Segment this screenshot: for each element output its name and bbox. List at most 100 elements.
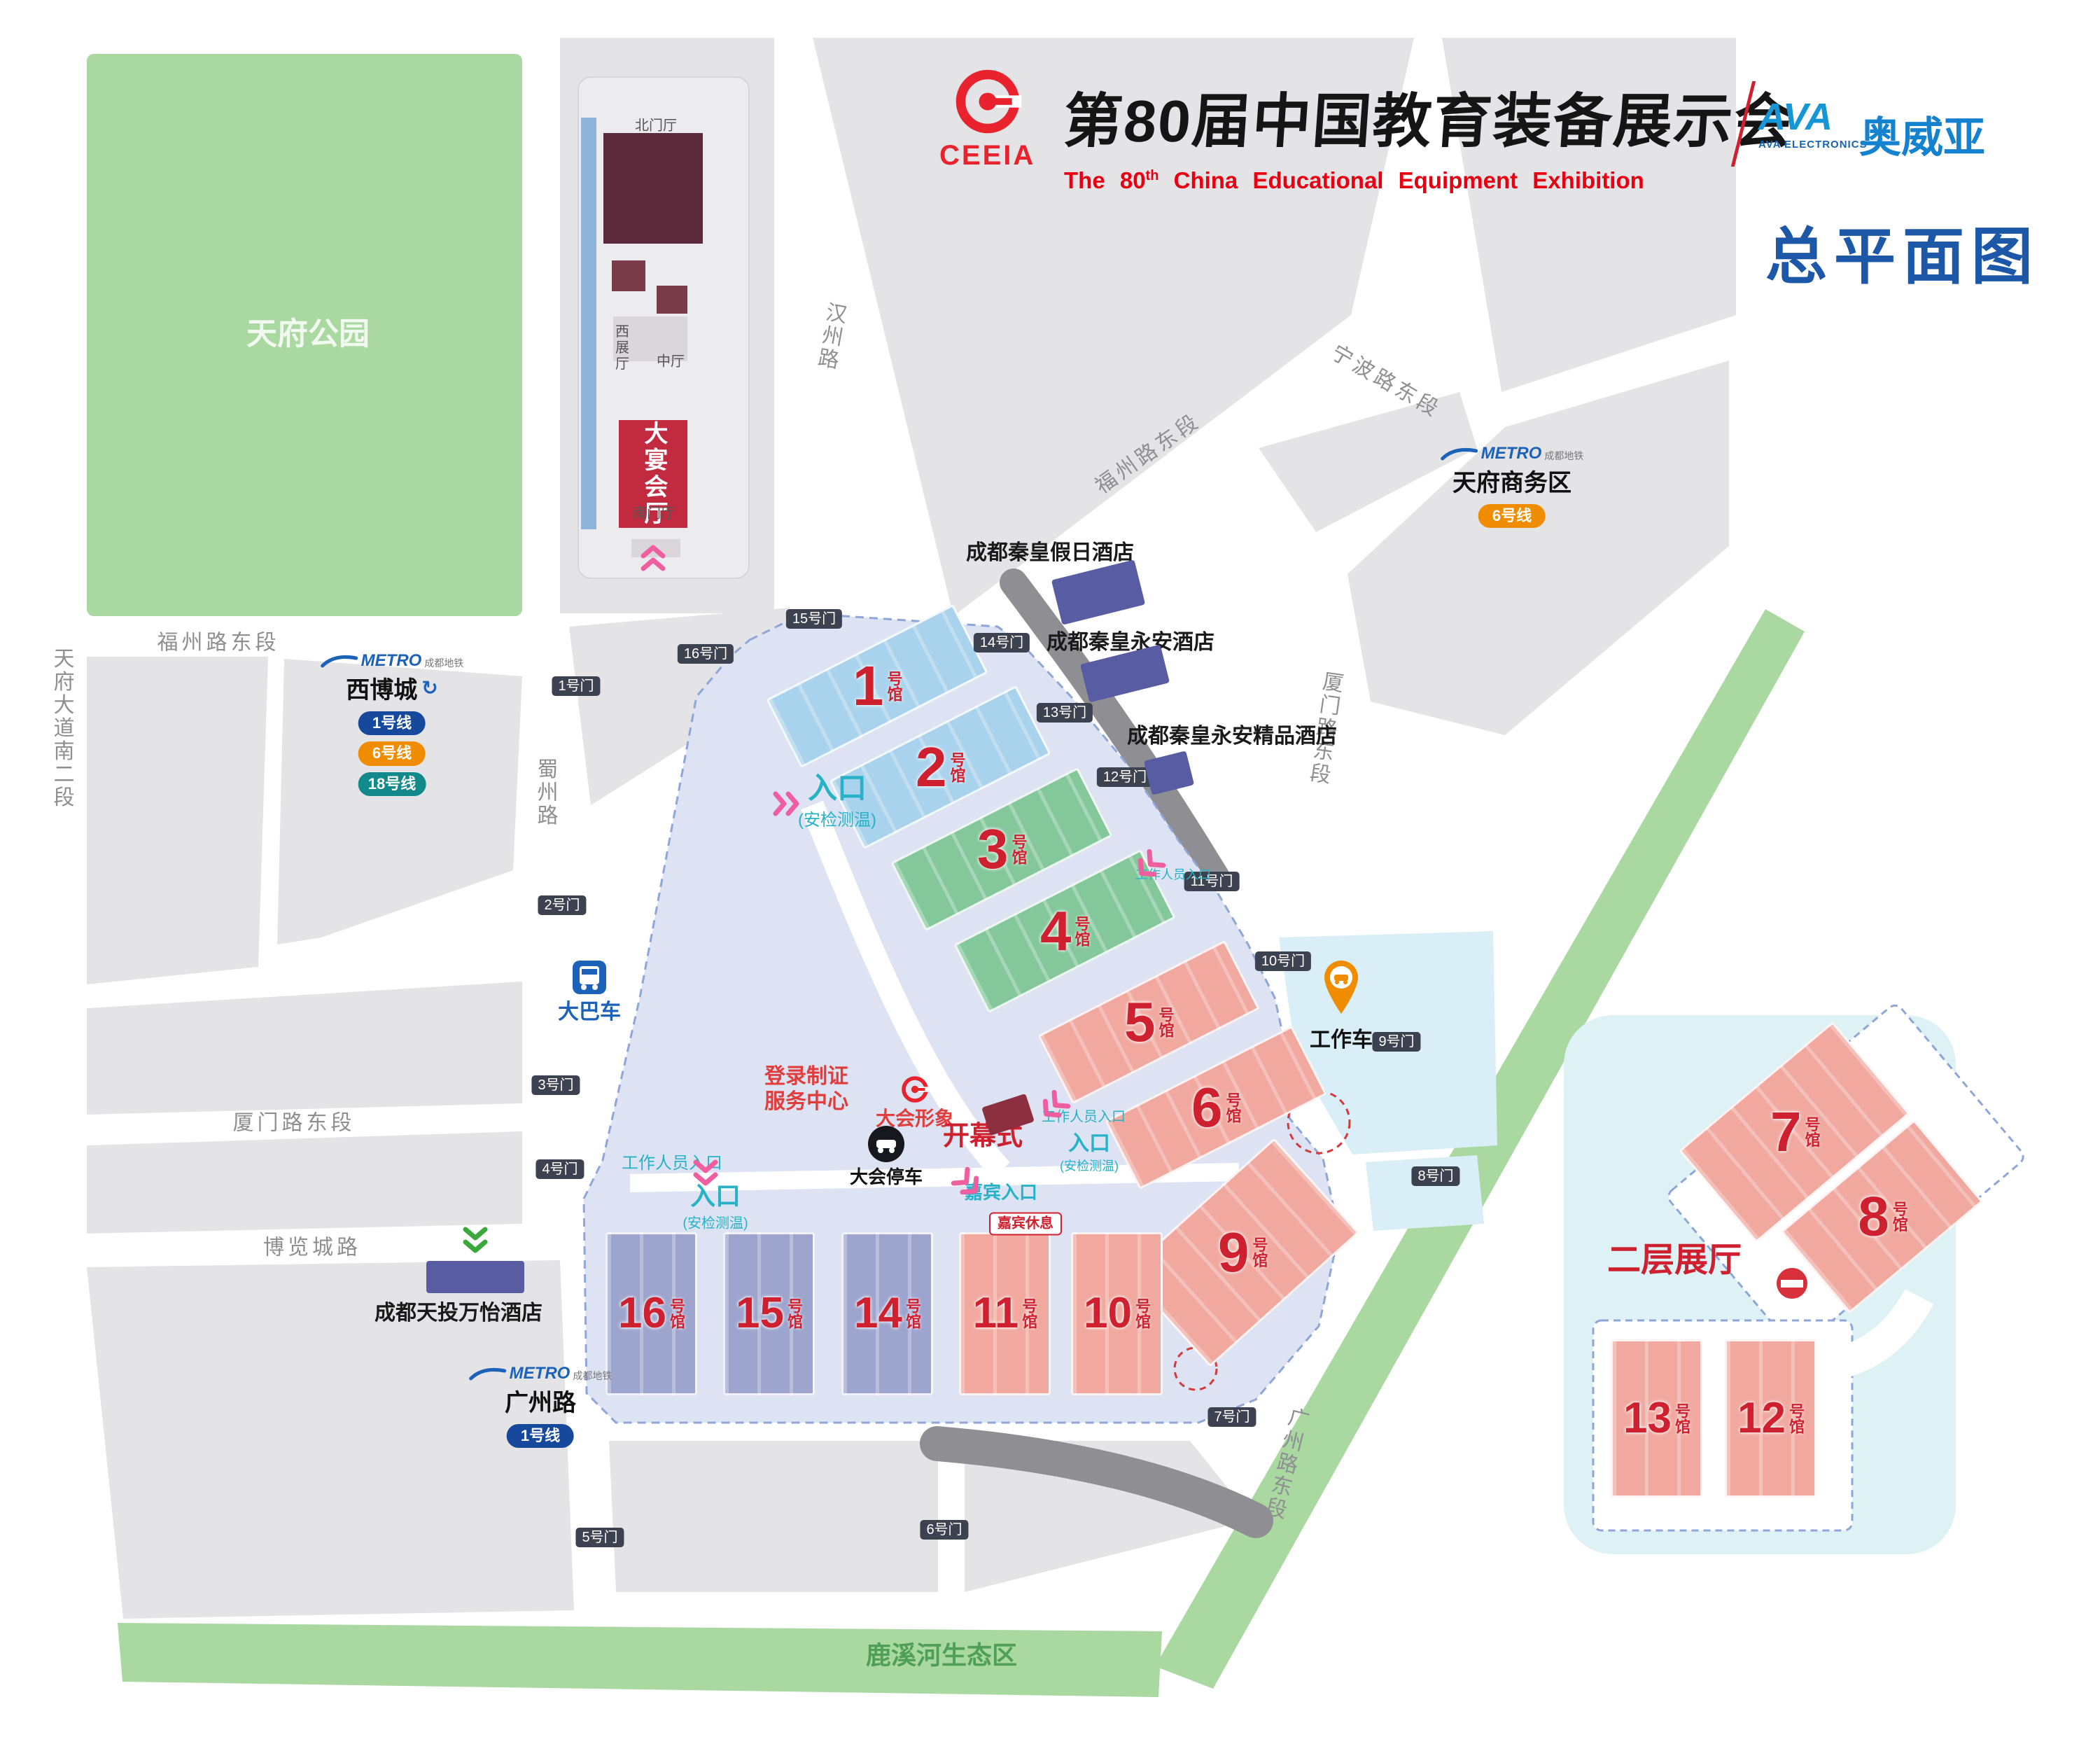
hall-suffix-label: 号馆: [885, 671, 903, 702]
banquet-hall-block: [619, 420, 687, 528]
map-label: (安检测温): [798, 811, 876, 830]
metro-brand-cn: 成都地铁: [573, 1370, 612, 1382]
hall-number: 2: [916, 736, 947, 798]
hall-suffix-label: 号馆: [1802, 1117, 1820, 1147]
hall-number: 3: [977, 818, 1009, 880]
ava-wordmark: AVA: [1758, 96, 1833, 138]
hall-number: 8: [1857, 1185, 1889, 1247]
hall-suffix-label: 号馆: [1889, 1201, 1907, 1232]
exhibition-deck: [582, 612, 1340, 1424]
hall-suffix-label: 号馆: [948, 752, 966, 783]
hall-number: 7: [1770, 1101, 1801, 1163]
green-areas: [87, 54, 1805, 1697]
chevron-arrows-icon: [1128, 844, 1170, 886]
hall-number: 14: [854, 1289, 902, 1337]
gate-3号门: 3号门: [531, 1075, 580, 1095]
title-english: The 80th China Educational Equipment Exh…: [1064, 167, 1794, 194]
ceeia-logo: CEEIA: [939, 64, 1035, 172]
metro-line-pill: 6号线: [358, 741, 426, 766]
map-label: 天府公园: [246, 316, 370, 351]
map-label: 成都天投万怡酒店: [374, 1301, 542, 1325]
gate-10号门: 10号门: [1254, 951, 1312, 971]
hall-suffix-label: 号馆: [667, 1298, 685, 1329]
station-name-text: 广州路: [504, 1390, 576, 1416]
hall-suffix-label: 号馆: [1786, 1403, 1805, 1434]
hall-suffix-label: 号馆: [1250, 1237, 1268, 1268]
gate-12号门: 12号门: [1096, 767, 1154, 787]
hotel-building: [426, 1261, 524, 1293]
hall-number: 4: [1040, 900, 1072, 962]
hall-number: 11: [972, 1289, 1019, 1337]
map-label: 工作车: [1310, 1028, 1373, 1052]
metro-wordmark: METRO: [360, 651, 422, 670]
chevron-arrows-icon: [770, 790, 801, 818]
hall-suffix-label: 号馆: [1224, 1092, 1242, 1123]
hall-number: 5: [1124, 991, 1156, 1053]
hall-suffix-label: 号馆: [1672, 1403, 1690, 1434]
map-label: 大巴车: [558, 1000, 621, 1024]
chevron-arrows-icon: [1033, 1085, 1074, 1126]
hall-number: 6: [1191, 1076, 1223, 1138]
ceeia-logo-icon: [955, 69, 1021, 134]
gate-2号门: 2号门: [538, 895, 587, 915]
map-label: (安检测温): [682, 1215, 748, 1232]
gate-15号门: 15号门: [785, 609, 843, 629]
metro-wordmark: METRO: [1480, 444, 1542, 463]
gate-5号门: 5号门: [575, 1528, 624, 1547]
hall-suffix-label: 号馆: [1009, 834, 1028, 865]
title-en-rest: China Educational Equipment Exhibition: [1158, 167, 1644, 193]
map-label: 成都秦皇永安精品酒店: [1127, 724, 1337, 748]
work-vehicle-pin-icon: [1320, 956, 1362, 1015]
map-label: 大会形象: [875, 1107, 955, 1129]
hall-number: 9: [1217, 1221, 1249, 1283]
gate-8号门: 8号门: [1411, 1166, 1460, 1186]
city-blocks: [87, 38, 1736, 1619]
metro-brand-cn: 成都地铁: [424, 657, 464, 669]
metro-station-name: 广州路: [505, 1383, 576, 1418]
green-belt-east: [1155, 609, 1805, 1689]
gate-11号门: 11号门: [1184, 872, 1240, 891]
map-label: 入口: [807, 771, 867, 804]
chevron-arrows-icon: [639, 543, 667, 574]
hall-number: 16: [618, 1289, 666, 1337]
metro-wordmark: METRO: [509, 1364, 570, 1383]
bus-icon: [571, 959, 608, 996]
map-label: 鹿溪河生态区: [865, 1640, 1018, 1670]
hall-suffix-label: 号馆: [1156, 1007, 1175, 1038]
map-label: 入口: [690, 1181, 741, 1211]
parking-icon: [867, 1124, 906, 1164]
hall-number: 10: [1084, 1289, 1132, 1337]
hall-suffix-label: 号馆: [785, 1298, 803, 1329]
map-label: 嘉宾休息: [989, 1212, 1062, 1236]
map-label: 中厅: [657, 354, 685, 370]
road-label: 福州路东段: [157, 631, 280, 655]
route-markers: [1173, 1090, 1807, 1391]
map-label: 成都秦皇假日酒店: [966, 540, 1134, 564]
road-label: 厦门路东段: [232, 1111, 356, 1135]
ceeia-mark-icon: [899, 1074, 930, 1105]
map-label: 大会停车: [849, 1166, 923, 1188]
hall-suffix-label: 号馆: [903, 1298, 921, 1329]
gate-13号门: 13号门: [1036, 703, 1093, 723]
metro-station-name: 天府商务区: [1452, 463, 1572, 498]
ava-chinese-name: 奥威亚: [1859, 114, 1985, 161]
exhibition-title: 第80届中国教育装备展示会 The 80th China Educational…: [1061, 74, 1796, 194]
map-label: (安检测温): [1060, 1159, 1119, 1173]
